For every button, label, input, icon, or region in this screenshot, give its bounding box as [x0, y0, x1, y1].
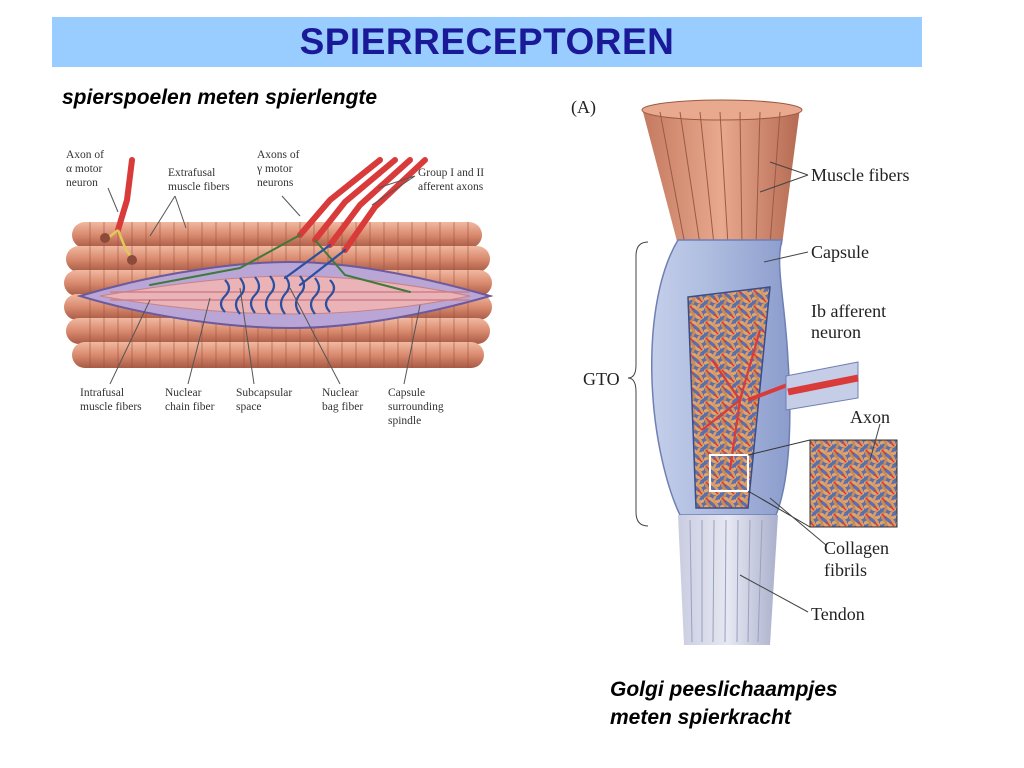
- gto-labels: Muscle fibers Capsule Ib afferent neuron…: [583, 165, 909, 624]
- golgi-caption-line-1: Golgi peeslichaampjes: [610, 678, 838, 701]
- label-ib-afferent: Ib afferent neuron: [811, 301, 891, 342]
- panel-label: (A): [571, 97, 596, 118]
- label-axon: Axon: [850, 407, 890, 427]
- muscle-spindle-illustration: Axon of α motor neuron Extrafusal muscle…: [64, 149, 494, 427]
- spindle-leader-lines: [107, 175, 421, 385]
- muscle-spindle-caption: spierspoelen meten spierlengte: [62, 86, 378, 109]
- spindle-labels: Axon of α motor neuron Extrafusal muscle…: [66, 149, 487, 427]
- label-capsule-spindle: Capsule surrounding spindle: [388, 387, 446, 427]
- gto-inset: [709, 439, 898, 528]
- gto-leader-lines: [739, 161, 881, 613]
- gto-bracket: [627, 241, 649, 527]
- page-title: SPIERRECEPTOREN: [299, 21, 675, 62]
- label-extrafusal: Extrafusal muscle fibers: [168, 167, 230, 193]
- alpha-motor-axon: [100, 157, 137, 265]
- gto-capsule: [650, 239, 791, 516]
- label-group-afferent: Group I and II afferent axons: [418, 167, 487, 193]
- label-tendon: Tendon: [811, 604, 865, 624]
- gto-tendon: [678, 515, 778, 645]
- golgi-caption: Golgi peeslichaampjes meten spierkracht: [610, 676, 838, 732]
- label-capsule: Capsule: [811, 242, 869, 262]
- title-bar: SPIERRECEPTOREN: [52, 17, 922, 67]
- afferent-axons: [283, 157, 428, 287]
- label-muscle-fibers: Muscle fibers: [811, 165, 909, 185]
- golgi-tendon-organ-illustration: (A): [571, 97, 909, 645]
- gto-muscle-fibers: [641, 99, 803, 246]
- label-intrafusal: Intrafusal muscle fibers: [80, 387, 142, 413]
- label-gto: GTO: [583, 369, 620, 389]
- label-axon-alpha: Axon of α motor neuron: [66, 149, 107, 189]
- label-subcapsular: Subcapsular space: [236, 387, 295, 413]
- label-nuclear-bag: Nuclear bag fiber: [322, 387, 363, 413]
- golgi-caption-line-2: meten spierkracht: [610, 706, 791, 729]
- label-nuclear-chain: Nuclear chain fiber: [165, 387, 215, 413]
- gamma-motor-axons: [149, 157, 411, 293]
- ib-afferent-neuron: [785, 361, 859, 411]
- label-collagen: Collagen fibrils: [824, 538, 894, 580]
- label-axons-gamma: Axons of γ motor neurons: [256, 149, 302, 189]
